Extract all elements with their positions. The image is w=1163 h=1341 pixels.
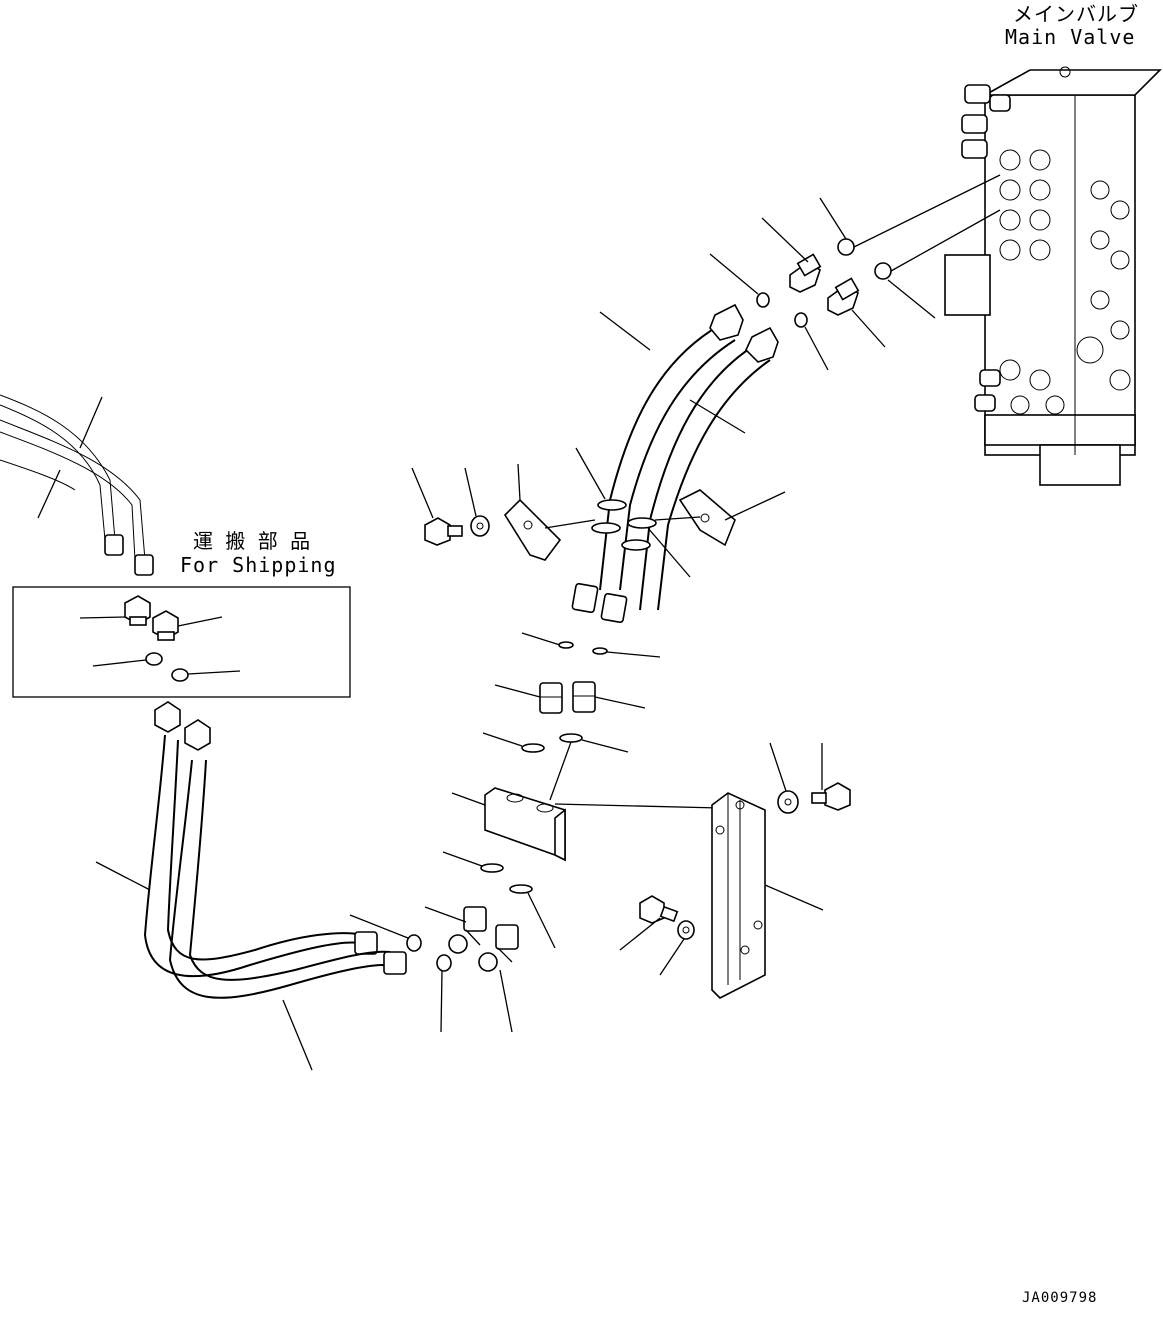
junction-block-icon [484,787,566,862]
main-valve-label-en: Main Valve [1005,25,1136,49]
o-ring-icon [436,954,452,972]
main-valve-block-icon [944,66,1162,486]
o-ring-icon [171,668,189,682]
o-ring-icon [406,934,422,952]
adapter-fitting-icon [539,682,563,714]
shipping-parts-box [12,586,351,698]
bolt-icon [811,782,851,811]
o-ring-icon [145,652,163,666]
clamp-icon [503,498,562,561]
bolt-icon [424,517,463,546]
hex-plug-icon [124,595,151,626]
hydraulic-hose-icon [599,303,744,591]
o-ring-icon [874,262,892,280]
washer-icon [677,920,695,940]
main-valve-label-jp: メインバルブ [1013,2,1139,26]
o-ring-icon [521,743,545,753]
hydraulic-hose-icon [168,719,407,999]
shipping-label-en: For Shipping [180,553,337,577]
o-ring-icon [756,292,770,308]
o-ring-icon [592,647,608,655]
clamp-icon [591,499,657,551]
adapter-fitting-icon [789,253,822,293]
washer-icon [777,790,799,814]
clamp-icon [678,489,736,547]
hydraulic-hose-icon [0,394,154,576]
drawing-id: JA009798 [1022,1290,1098,1306]
bolt-icon [639,895,679,924]
hydraulic-hose-icon [639,326,779,611]
bracket-icon [711,792,766,999]
o-ring-icon [559,733,583,743]
adapter-fitting-icon [827,277,860,316]
o-ring-icon [837,238,855,256]
elbow-fitting-icon [478,924,519,972]
o-ring-icon [794,312,808,328]
hex-plug-icon [571,582,628,624]
o-ring-icon [480,863,504,873]
shipping-label-jp: 運 搬 部 品 [193,529,314,553]
washer-icon [470,515,490,537]
hydraulic-hose-icon [143,701,378,978]
o-ring-icon [558,641,574,649]
o-ring-icon [509,884,533,894]
adapter-fitting-icon [572,681,596,713]
elbow-fitting-icon [448,906,487,954]
hex-plug-icon [152,610,179,641]
